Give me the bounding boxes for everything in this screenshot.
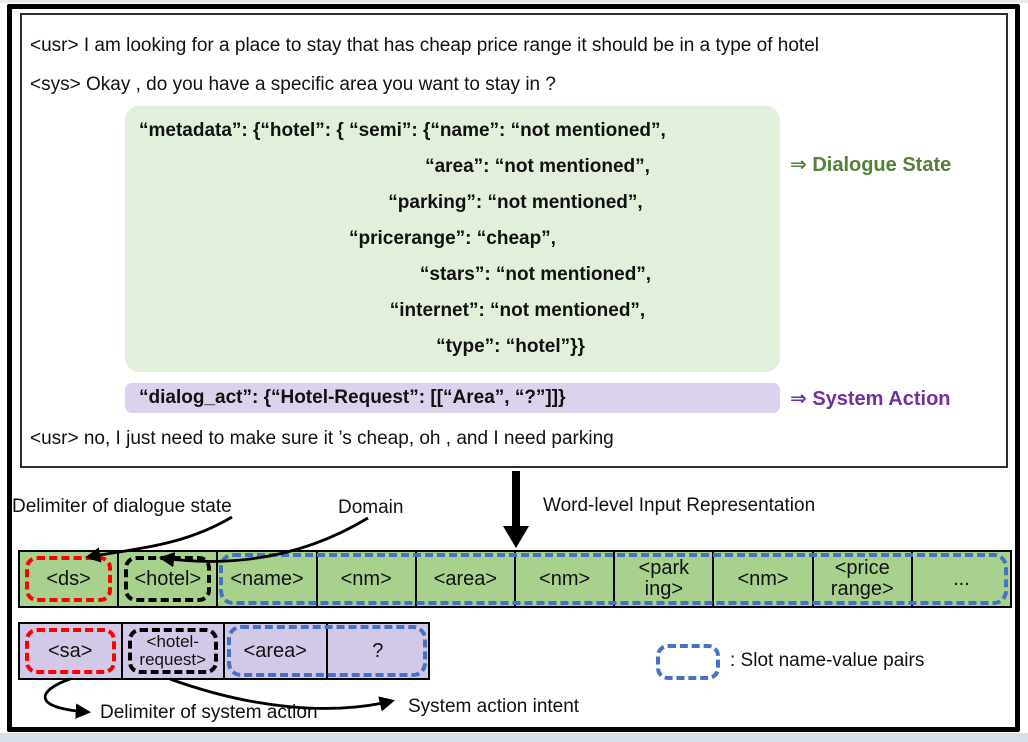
system-utterance: <sys> Okay , do you have a specific area… — [30, 74, 556, 95]
word-level-input-representation-title: Word-level Input Representation — [543, 495, 816, 516]
delimiter-of-dialogue-state-label: Delimiter of dialogue state — [12, 496, 232, 517]
token-label: <hotel- request> — [139, 632, 207, 669]
state-token-cell-parking: <park ing> — [613, 550, 715, 608]
window-top-strip — [0, 0, 1028, 3]
state-json-line: “pricerange”: “cheap”, — [349, 228, 556, 249]
action-token-cell-question: ? — [325, 622, 430, 680]
state-json-line: “internet”: “not mentioned”, — [389, 300, 646, 321]
system-action-json-box: “dialog_act”: {“Hotel-Request”: [[“Area”… — [125, 383, 780, 413]
state-token-cell-ds: <ds> — [18, 550, 120, 608]
token-label: <nm> — [539, 567, 591, 590]
state-token-row: <ds> <hotel> <name> <nm> <area> <nm> <pa… — [18, 550, 1013, 608]
user-utterance-1: <usr> I am looking for a place to stay t… — [30, 35, 819, 56]
token-label: <name> — [230, 567, 304, 590]
action-token-cell-area: <area> — [223, 622, 328, 680]
token-label: <hotel> — [134, 567, 202, 590]
token-label: <nm> — [737, 567, 789, 590]
slot-pair-legend-label: : Slot name-value pairs — [730, 650, 925, 671]
state-token-cell-pricerange: <price range> — [811, 550, 913, 608]
system-action-label: ⇒ System Action — [790, 388, 951, 410]
window-bottom-strip — [0, 733, 1028, 742]
action-token-row: <sa> <hotel- request> <area> ? — [18, 622, 430, 680]
token-label: ... — [953, 567, 970, 590]
state-token-cell-ellipsis: ... — [910, 550, 1013, 608]
dialogue-state-label: ⇒ Dialogue State — [790, 154, 952, 176]
state-token-cell-area: <area> — [414, 550, 517, 608]
token-label: <area> — [433, 567, 498, 590]
dialogue-state-json-box: “metadata”: {“hotel”: { “semi”: {“name”:… — [125, 106, 780, 372]
action-token-cell-sa: <sa> — [18, 622, 123, 680]
state-json-line: “stars”: “not mentioned”, — [419, 264, 652, 285]
slot-pair-legend-swatch — [656, 644, 720, 680]
token-label: <sa> — [48, 639, 93, 662]
action-token-cell-hotel-request: <hotel- request> — [120, 622, 225, 680]
state-token-cell-name: <name> — [216, 550, 318, 608]
domain-label: Domain — [338, 497, 404, 518]
token-label: <park ing> — [638, 557, 690, 600]
token-label: <area> — [243, 639, 307, 662]
state-token-cell-nm: <nm> — [315, 550, 417, 608]
delimiter-of-system-action-label: Delimiter of system action — [100, 702, 318, 723]
state-token-cell-hotel: <hotel> — [117, 550, 219, 608]
state-json-line: “area”: “not mentioned”, — [425, 156, 650, 177]
token-label: <ds> — [46, 567, 91, 590]
token-label: <nm> — [340, 567, 392, 590]
token-label: <price range> — [830, 557, 894, 600]
state-token-cell-nm: <nm> — [514, 550, 616, 608]
state-json-line: “parking”: “not mentioned”, — [388, 192, 643, 213]
token-label: ? — [372, 639, 384, 662]
state-token-cell-nm: <nm> — [712, 550, 814, 608]
state-json-line: “metadata”: {“hotel”: { “semi”: {“name”:… — [139, 120, 666, 141]
system-action-intent-label: System action intent — [408, 696, 580, 717]
state-json-line: “type”: “hotel”}} — [436, 336, 585, 357]
user-utterance-2: <usr> no, I just need to make sure it ’s… — [30, 428, 614, 449]
